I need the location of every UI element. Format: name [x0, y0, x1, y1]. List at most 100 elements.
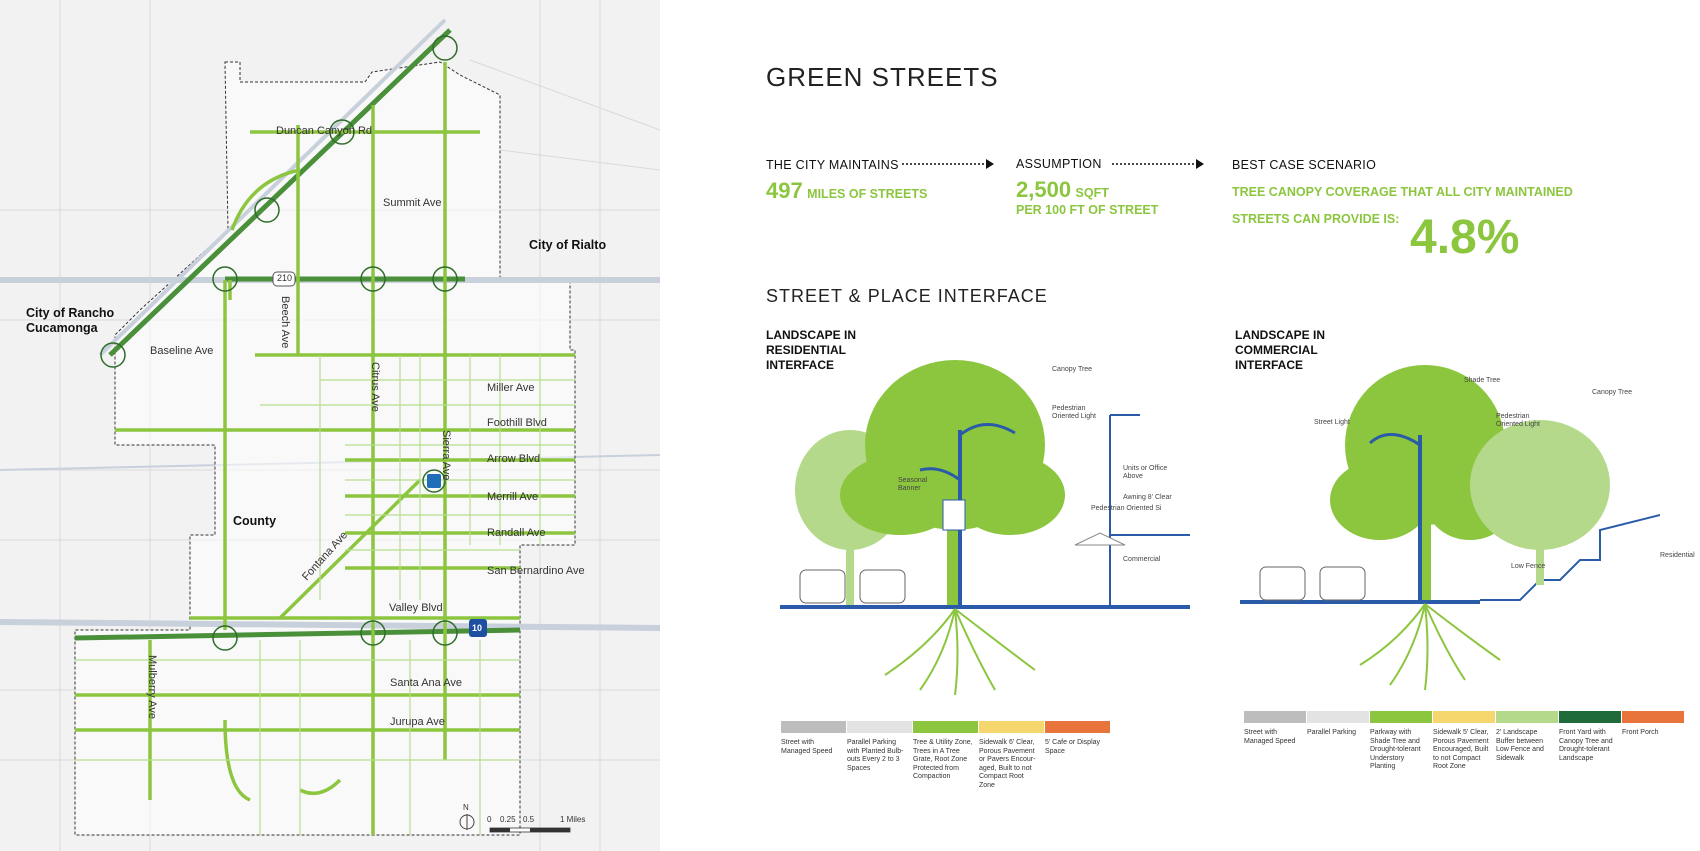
commercial-legend-swatch — [1433, 711, 1495, 723]
callout-label: Shade Tree — [1464, 377, 1501, 384]
commercial-section-illustration — [1240, 365, 1660, 691]
north-label: N — [463, 803, 469, 812]
interface-title: STREET & PLACE INTERFACE — [766, 286, 1048, 306]
commercial-title-line: LANDSCAPE IN — [1235, 328, 1326, 342]
miles-text: MILES OF STREETS — [807, 187, 928, 201]
callout-label: Pedestrian Oriented Si — [1091, 505, 1162, 512]
tree-roots-icon — [1359, 603, 1501, 691]
green-streets-map: Duncan Canyon Rd Summit Ave Baseline Ave… — [0, 0, 660, 851]
commercial-legend-text: Parallel Parking — [1307, 729, 1357, 736]
assumption-text: PER 100 FT OF STREET — [1016, 203, 1159, 217]
street-label: Randall Ave — [487, 527, 546, 539]
highway-210-label: 210 — [277, 273, 293, 283]
residential-legend-swatch — [979, 721, 1044, 733]
residential-legend-swatch — [847, 721, 912, 733]
commercial-title-line: COMMERCIAL — [1235, 343, 1318, 357]
area-label: City of Rialto — [529, 238, 607, 252]
car-icon — [1259, 566, 1306, 601]
callout-label: Canopy Tree — [1592, 389, 1633, 396]
highway-10-label: 10 — [472, 623, 483, 633]
street-label: Foothill Blvd — [487, 417, 547, 429]
callout-label: Commercial — [1123, 556, 1161, 563]
residential-title-line: LANDSCAPE IN — [766, 328, 857, 342]
best-case-value: 4.8% — [1410, 211, 1520, 264]
scale-label: 0 — [487, 815, 492, 824]
car-icon — [799, 569, 846, 604]
seasonal-banner-icon — [942, 499, 966, 531]
residential-legend-text: Tree & Utility Zone, Trees in A Tree Gra… — [913, 739, 973, 780]
rail-line — [98, 18, 447, 357]
street-label: Valley Blvd — [389, 602, 443, 614]
miles-value: 497 — [766, 178, 803, 203]
callout-label: Units or Office Above — [1123, 465, 1168, 480]
street-label: Santa Ana Ave — [390, 677, 462, 689]
street-label: Arrow Blvd — [487, 453, 541, 465]
arrow-dotted-icon — [1112, 159, 1204, 169]
stat-assumption: 2,500 SQFT — [1016, 177, 1109, 203]
commercial-legend-swatch — [1244, 711, 1306, 723]
street-label: Summit Ave — [383, 197, 442, 209]
commercial-legend-text: 2' Landscape Buffer between Low Fence an… — [1496, 729, 1544, 762]
car-icon — [1319, 566, 1366, 601]
commercial-legend-swatch — [1307, 711, 1369, 723]
residential-legend-text: Parallel Parking with Planted Bulb-outs … — [847, 739, 904, 772]
residential-legend-text: Street with Managed Speed — [781, 739, 833, 755]
callout-label: Low Fence — [1511, 563, 1546, 570]
best-case-text-1: TREE CANOPY COVERAGE THAT ALL CITY MAINT… — [1232, 185, 1573, 199]
commercial-legend-text: Front Porch — [1622, 729, 1659, 736]
callout-label: Street Light — [1314, 419, 1350, 426]
callout-label: Seasonal Banner — [898, 477, 928, 492]
page-title: GREEN STREETS — [766, 62, 999, 92]
residential-legend-swatch — [781, 721, 846, 733]
residential-legend-swatch — [913, 721, 978, 733]
residential-legend-text: Sidewalk 6' Clear, Porous Pavement or Pa… — [979, 739, 1036, 789]
minor-green-streets — [75, 355, 575, 835]
umbrella-icon — [1074, 532, 1126, 546]
ground-line — [780, 605, 1190, 609]
transit-station-icon — [427, 474, 441, 488]
map-canvas — [0, 0, 660, 851]
scale-label: 1 Miles — [560, 815, 586, 824]
stat-city-maintains-label: THE CITY MAINTAINS — [766, 158, 899, 172]
callout-label: Pedestrian Oriented Light — [1052, 405, 1096, 420]
scale-label: 0.25 — [500, 815, 516, 824]
street-label: Citrus Ave — [369, 362, 381, 412]
green-freeway-diagonal — [108, 28, 452, 357]
arrow-dotted-icon — [902, 159, 994, 169]
residential-title-line: RESIDENTIAL — [766, 343, 847, 357]
green-street-network — [75, 62, 575, 835]
building-outline — [1109, 414, 1190, 605]
area-label: City of Rancho Cucamonga — [26, 306, 115, 335]
street-label: Jurupa Ave — [390, 716, 445, 728]
street-label: San Bernardino Ave — [487, 565, 585, 577]
assumption-value: 2,500 — [1016, 177, 1072, 202]
interchange-markers — [100, 35, 458, 651]
commercial-legend-text: Front Yard with Canopy Tree and Drought-… — [1559, 729, 1613, 762]
stepped-ground — [1480, 514, 1660, 601]
commercial-legend-text: Sidewalk 5' Clear, Porous Pavement Encou… — [1433, 729, 1489, 770]
street-label: Miller Ave — [487, 382, 535, 394]
street-label: Beech Ave — [279, 296, 291, 349]
street-label: Merrill Ave — [487, 491, 539, 503]
street-label: Duncan Canyon Rd — [276, 125, 373, 137]
stat-assumption-label: ASSUMPTION — [1016, 157, 1102, 171]
residential-title-line: INTERFACE — [766, 358, 835, 372]
callout-label: Awning 8' Clear — [1123, 494, 1172, 501]
area-label: County — [233, 514, 277, 528]
stat-miles: 497 MILES OF STREETS — [766, 178, 927, 204]
interstate-10-shield — [469, 619, 487, 637]
car-icon — [859, 569, 906, 604]
commercial-legend-swatch — [1496, 711, 1558, 723]
residential-title: LANDSCAPE IN RESIDENTIAL INTERFACE — [766, 328, 856, 373]
commercial-legend-swatch — [1559, 711, 1621, 723]
assumption-unit: SQFT — [1075, 186, 1109, 200]
scale-label: 0.5 — [523, 815, 535, 824]
stat-best-case-label: BEST CASE SCENARIO — [1232, 158, 1377, 172]
street-label: Baseline Ave — [150, 345, 214, 357]
best-case-text-2: STREETS CAN PROVIDE IS: — [1232, 212, 1400, 226]
ground-line — [1240, 600, 1480, 604]
commercial-legend-text: Parkway with Shade Tree and Drought-tole… — [1370, 729, 1421, 770]
residential-legend-swatch — [1045, 721, 1110, 733]
commercial-legend-text: Street with Managed Speed — [1244, 729, 1296, 745]
commercial-title: LANDSCAPE IN COMMERCIAL INTERFACE — [1235, 328, 1325, 373]
